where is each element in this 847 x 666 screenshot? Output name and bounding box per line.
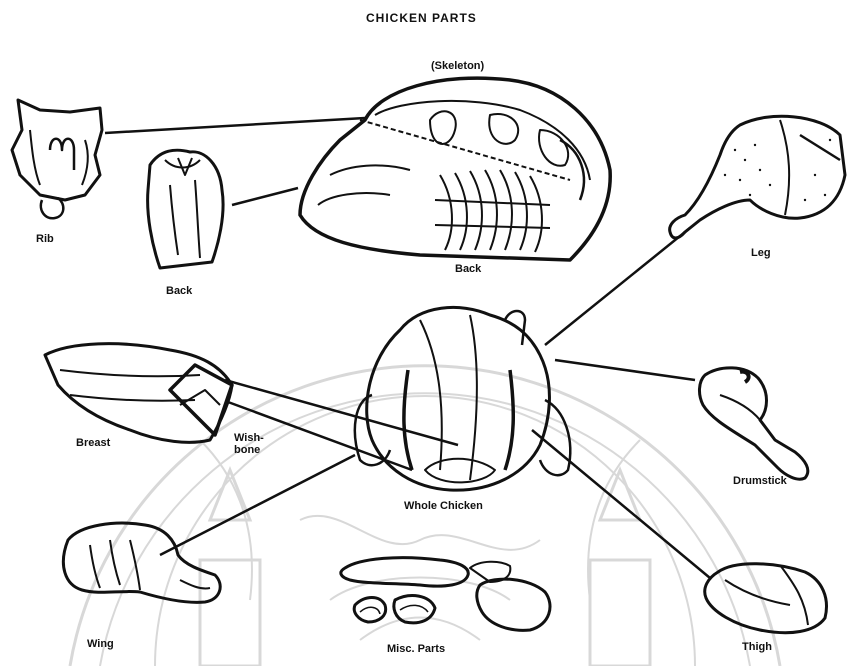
label-leg: Leg — [751, 247, 771, 259]
breast-drawing — [45, 344, 232, 443]
label-rib: Rib — [36, 233, 54, 245]
leg-drawing — [670, 116, 845, 238]
misc-parts-drawing — [341, 558, 550, 631]
label-skeleton: (Skeleton) — [431, 60, 484, 72]
label-wing: Wing — [87, 638, 114, 650]
thigh-drawing — [705, 564, 827, 633]
label-wishbone: Wish- bone — [234, 432, 264, 456]
back-piece-drawing — [148, 150, 223, 268]
diagram-title: CHICKEN PARTS — [366, 12, 477, 24]
label-breast: Breast — [76, 437, 110, 449]
label-whole-chicken: Whole Chicken — [404, 500, 483, 512]
drumstick-drawing — [699, 368, 807, 479]
rib-drawing — [12, 100, 102, 218]
skeleton-drawing — [300, 78, 610, 260]
label-thigh: Thigh — [742, 641, 772, 653]
label-misc-parts: Misc. Parts — [387, 643, 445, 655]
label-back-piece: Back — [166, 285, 192, 297]
label-drumstick: Drumstick — [733, 475, 787, 487]
label-back-skeleton: Back — [455, 263, 481, 275]
